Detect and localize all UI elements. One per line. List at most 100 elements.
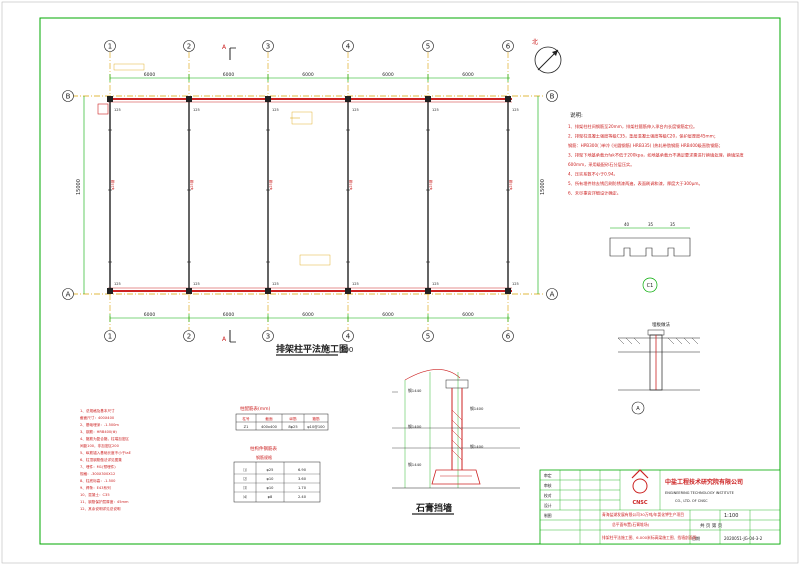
spec-table-title: 柱构件钢筋表 <box>250 445 277 452</box>
sign-label: 校对 <box>544 493 552 498</box>
row-bubble-b-right: B <box>550 93 555 101</box>
bay-span-top-2: 6000 <box>223 72 235 78</box>
column-a-6 <box>505 288 511 294</box>
company-name-cn: 中盐工程技术研究院有限公司 <box>665 478 743 486</box>
column-rebar-label: φ25钢 <box>268 179 273 190</box>
bay-span-top-1: 6000 <box>144 72 156 78</box>
column-a-4 <box>345 288 351 294</box>
elevation-label: 钢1400 <box>470 406 484 411</box>
note-line: 600mm，采用级配砂石分层压实。 <box>568 161 634 168</box>
left-note-line: 11、钢筋保护层厚度：45mm <box>80 499 129 504</box>
spec-table-cell: 6.90 <box>298 468 307 472</box>
row-span-label-right: 15000 <box>540 179 546 195</box>
bay-span-top-3: 6000 <box>302 72 314 78</box>
left-note-line: 3、钢筋：HRB400(Φ) <box>80 429 117 434</box>
spec-table-cell: 2.40 <box>298 495 307 499</box>
plan-title: 排架柱平法施工图 <box>276 343 348 355</box>
north-label: 北 <box>532 38 538 46</box>
spec-table-cell: φ25 <box>267 468 274 472</box>
column-dim-label: 125 <box>272 108 279 112</box>
rebar-table-cell: 8φ25 <box>288 425 297 429</box>
rebar-table-cell: Z1 <box>244 425 249 429</box>
sign-label: 设计 <box>544 503 552 508</box>
column-dim-label: 125 <box>352 108 359 112</box>
detail-section: 40 35 35 C1 <box>609 222 691 293</box>
spec-table-cell: φ10 <box>267 477 275 481</box>
left-note-line: 12、其余说明详见总说明 <box>80 506 121 511</box>
rebar-table-cell: φ10@100 <box>307 425 325 429</box>
axis-bubble-bottom-5: 5 <box>426 333 430 341</box>
spec-table-cell: ⑷ <box>243 494 247 499</box>
notes-heading: 说明: <box>570 111 583 119</box>
column-b-5 <box>425 96 431 102</box>
spec-table-cell: φ8 <box>268 495 273 499</box>
spec-table-cell: φ10 <box>267 486 275 490</box>
note-line: 2、排架柱混凝土强度等级C35，垫层混凝土强度等级C20，保护层厚度45mm； <box>568 133 718 140</box>
bay-span-bottom-1: 6000 <box>144 312 156 318</box>
foot-marker: A <box>636 406 640 412</box>
detail-footing: 埋板做法 A <box>617 321 700 415</box>
spec-table-cell: ⑵ <box>243 476 247 481</box>
column-dim-label: 125 <box>512 282 519 286</box>
column-dim-label: 125 <box>193 108 200 112</box>
elevation-title: 石膏挡墙 <box>415 502 452 514</box>
left-note-line: 规格：-300X300X12 <box>80 471 115 476</box>
rebar-table-header: 纵筋 <box>289 416 297 421</box>
detail-circle-label: C1 <box>647 283 654 289</box>
plan-scale: 100 <box>340 346 353 354</box>
column-dim-label: 125 <box>432 108 439 112</box>
north-arrow: 北 <box>532 38 562 74</box>
column-a-5 <box>425 288 431 294</box>
detail-dim-2: 35 <box>648 222 654 227</box>
rebar-table-cell: 400x400 <box>261 425 278 429</box>
spec-table-cell: ⑶ <box>243 485 247 490</box>
section-mark-bottom: A <box>222 336 227 343</box>
axis-bubble-top-3: 3 <box>266 43 270 51</box>
elevation-label: 钢1400 <box>470 444 484 449</box>
column-b-2 <box>186 96 192 102</box>
rebar-table-header: 柱号 <box>242 416 250 421</box>
spec-table-subtitle: 钢筋规格 <box>256 454 272 460</box>
column-dim-label: 125 <box>512 108 519 112</box>
note-line: 3、排架下地基承载力fak不低于200kpa，如地基承载力不满足要求需进行换填处… <box>568 152 744 159</box>
left-note-line: 8、柱底标高：-1.500 <box>80 478 116 483</box>
note-line: 钢筋：HPB300( )单冷 (光圆钢筋) HRB335( )热轧带肋钢筋 HR… <box>568 142 723 149</box>
company-name-en2: CO., LTD. OF CNSC <box>675 499 708 503</box>
column-rebar-label: φ25钢 <box>189 179 194 190</box>
rebar-table-header: 截面 <box>265 416 273 421</box>
general-notes: 说明: 1、排架柱柱间钢筋至20mm，排架柱箍筋伸入承台内长度钢筋定位。2、排架… <box>568 111 744 197</box>
left-note-line: 4、箍筋为复合箍，柱端加密区 <box>80 436 129 441</box>
column-dim-label: 125 <box>114 108 121 112</box>
sheet-count: 共 页 第 页 <box>700 522 723 529</box>
detail-dim-3: 35 <box>670 222 676 227</box>
note-line: 5、所有埋件除去锈后刷防锈漆两遍，表面刷调和漆，厚度大于300μm。 <box>568 180 703 187</box>
spec-table-cell: 1.70 <box>298 486 307 490</box>
left-notes: 1、总规格及基本尺寸 截面尺寸：400X4002、基础埋深：-1.500m3、钢… <box>80 408 132 511</box>
column-rebar-label: φ25钢 <box>428 179 433 190</box>
sign-label: 制图 <box>544 513 552 518</box>
row-bubble-b-left: B <box>66 93 71 101</box>
column-b-6 <box>505 96 511 102</box>
left-note-line: 5、纵筋锚入基础长度不小于laE <box>80 450 132 455</box>
left-note-line: 9、焊条：E43系列 <box>80 485 111 490</box>
elevation-label: 钢1440 <box>408 462 422 467</box>
note-line: 6、未尽事宜详细设计确定。 <box>568 190 621 197</box>
column-rebar-label: φ25钢 <box>348 179 353 190</box>
column-b-1 <box>107 96 113 102</box>
logo-text: CNSC <box>632 500 647 506</box>
sign-label: 审核 <box>544 483 552 488</box>
scale-value: 1:100 <box>724 513 738 519</box>
spec-table-cell: 3.60 <box>298 477 307 481</box>
bay-span-bottom-5: 6000 <box>462 312 474 318</box>
left-note-line: 6、柱顶钢筋做法详见图集 <box>80 457 122 462</box>
company-name-en: ENGINEERING TECHNOLOGY INSTITUTE <box>665 491 734 495</box>
row-span-label: 15000 <box>76 179 82 195</box>
date-label: 日期 <box>692 535 700 541</box>
column-rebar-label: φ25钢 <box>508 179 513 190</box>
column-a-2 <box>186 288 192 294</box>
drawing-number: 2020051-JG-04-3-2 <box>724 536 763 541</box>
subproject-name: 总平面布置(石膏堆场) <box>612 522 650 527</box>
spec-table-cell: ⑴ <box>243 467 247 472</box>
